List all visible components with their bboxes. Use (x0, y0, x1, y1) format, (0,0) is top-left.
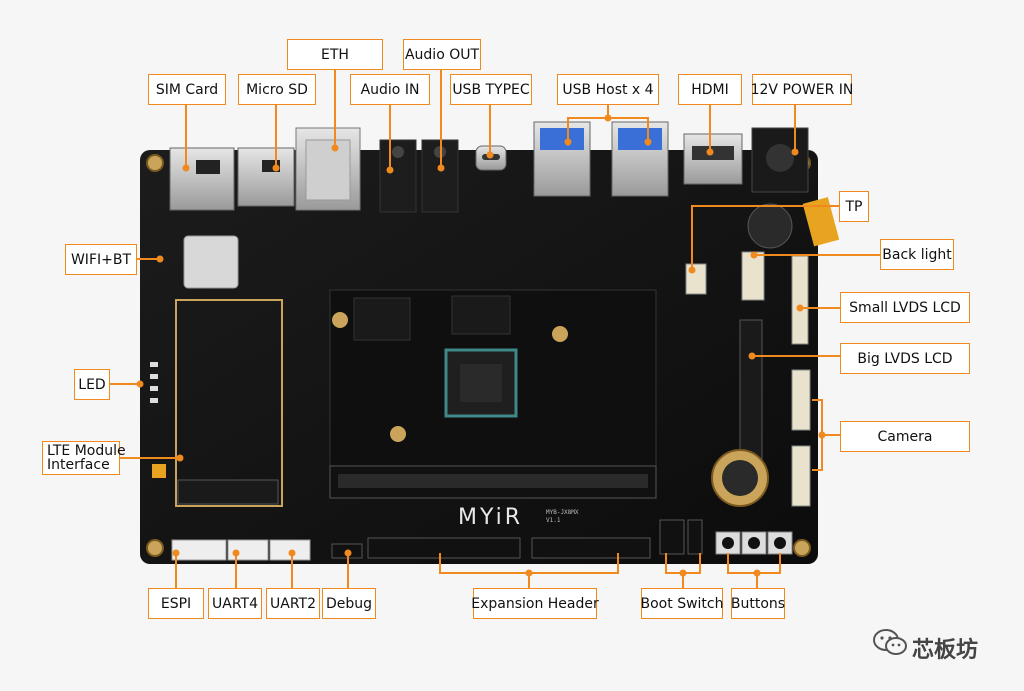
label-usb-host: USB Host x 4 (557, 74, 659, 105)
watermark-text: 芯板坊 (912, 638, 979, 663)
label-big-lvds: Big LVDS LCD (840, 343, 970, 374)
micro-sd-slot (237, 147, 295, 207)
label-small-lvds: Small LVDS LCD (840, 292, 970, 323)
big-lvds-connector (739, 319, 763, 461)
sim-card-slot (169, 147, 235, 211)
board-brand-logo: MYiR (458, 505, 524, 530)
power-jack (751, 127, 809, 193)
capacitor (747, 203, 793, 249)
label-usb-typec: USB TYPEC (450, 74, 532, 105)
board-model-text: MYB-JX8MX V1.1 (546, 509, 579, 524)
label-audio-in: Audio IN (350, 74, 430, 105)
wechat-icon (873, 629, 907, 655)
label-uart4: UART4 (208, 588, 262, 619)
leader-dots (136, 114, 826, 577)
camera-connector-2 (791, 445, 811, 507)
label-micro-sd: Micro SD (238, 74, 316, 105)
label-lte-line1: LTE Module (47, 443, 126, 459)
label-uart2: UART2 (266, 588, 320, 619)
label-buttons: Buttons (731, 588, 785, 619)
lte-slot (175, 299, 283, 507)
label-led: LED (74, 369, 110, 400)
uart2-connector (269, 539, 311, 561)
label-tp: TP (839, 191, 869, 222)
label-sim-card: SIM Card (148, 74, 226, 105)
label-expansion-header: Expansion Header (471, 588, 599, 619)
uart4-connector (227, 539, 269, 561)
label-debug: Debug (322, 588, 376, 619)
espi-connector (171, 539, 227, 561)
small-lvds-connector (791, 255, 809, 345)
label-audio-out: Audio OUT (403, 39, 481, 70)
label-back-light: Back light (880, 239, 954, 270)
label-boot-switch: Boot Switch (641, 588, 723, 619)
expansion-header-right (531, 537, 651, 559)
label-eth: ETH (287, 39, 383, 70)
leader-lines (110, 67, 880, 588)
expansion-header-left (367, 537, 521, 559)
backlight-connector (741, 251, 765, 301)
wifi-bt-module (183, 235, 239, 289)
label-hdmi: HDMI (678, 74, 742, 105)
label-camera: Camera (840, 421, 970, 452)
label-wifi-bt: WIFI+BT (65, 244, 137, 275)
push-buttons (715, 531, 793, 555)
boot-switch (659, 519, 685, 555)
label-espi: ESPI (148, 588, 204, 619)
label-power-in: 12V POWER IN (751, 74, 853, 105)
led-indicators (150, 362, 158, 403)
label-lte-module: LTE Module Interface (42, 441, 126, 475)
audio-out-jack (421, 139, 459, 213)
camera-connector-1 (791, 369, 811, 431)
label-lte-line2: Interface (47, 457, 110, 473)
